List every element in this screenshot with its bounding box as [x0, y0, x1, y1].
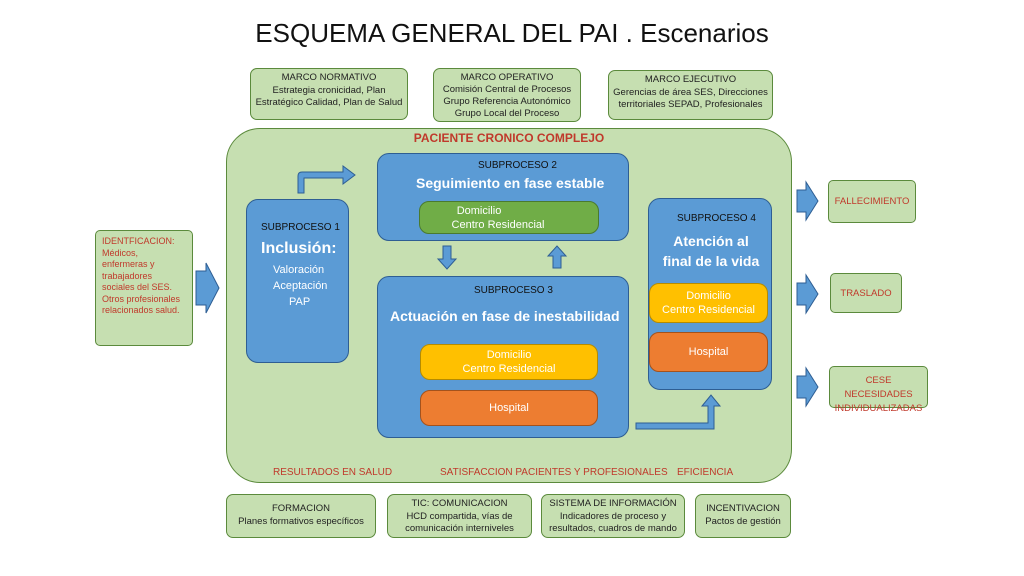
subproceso-1-line: PAP — [289, 296, 311, 308]
pill-line: Centro Residencial — [462, 363, 556, 375]
subproceso-1-lines: Valoración Aceptación PAP — [261, 262, 340, 310]
identification-heading: IDENTFICACION: — [102, 236, 175, 246]
subproceso-4-domicilio-pill: Domicilio Centro Residencial — [649, 283, 768, 323]
footer-formacion-heading: FORMACION — [271, 503, 331, 514]
footer-sistema-line: Indicadores de proceso y — [559, 510, 667, 522]
pill-line: Domicilio — [486, 349, 532, 361]
arrow-right-icon — [796, 366, 819, 408]
footer-incentivacion-line: Pactos de gestión — [705, 515, 781, 527]
marco-normativo-line: Estrategia cronicidad, Plan — [272, 84, 386, 96]
subproceso-3-heading: SUBPROCESO 3 — [474, 285, 553, 296]
pill-line: Domicilio — [456, 205, 502, 217]
footer-tic-line: comunicación interniveles — [405, 523, 514, 534]
pill-line: Domicilio — [686, 290, 731, 302]
identification-line: enfermeras y — [102, 259, 155, 269]
pill-label: Hospital — [688, 346, 729, 358]
outcome-fallecimiento: FALLECIMIENTO — [828, 180, 916, 223]
footer-sistema-heading: SISTEMA DE INFORMACIÓN — [549, 498, 677, 509]
identification-box: IDENTFICACION: Médicos, enfermeras y tra… — [95, 230, 193, 346]
subproceso-2-title: Seguimiento en fase estable — [416, 175, 605, 191]
marco-normativo-line: Estratégico Calidad, Plan de Salud — [255, 97, 403, 108]
subproceso-2-heading: SUBPROCESO 2 — [478, 160, 557, 171]
arrow-right-icon — [796, 180, 819, 222]
footer-tic-line: HCD compartida, vías de — [406, 510, 513, 522]
page-title: ESQUEMA GENERAL DEL PAI . Escenarios — [255, 18, 769, 48]
marco-operativo-line: Grupo Referencia Autonómico — [443, 96, 571, 107]
arrow-bent-right-up-icon — [635, 394, 722, 430]
arrow-down-icon — [436, 245, 458, 270]
arrow-up-icon — [546, 245, 568, 269]
pill-line: Centro Residencial — [451, 219, 545, 231]
subproceso-1-title: Inclusión: — [261, 240, 337, 257]
footer-formacion-box: FORMACION Planes formativos específicos — [226, 494, 376, 538]
outcome-cese-necesidades: CESE NECESIDADES INDIVIDUALIZADAS — [829, 366, 928, 414]
label-satisfaccion: SATISFACCION PACIENTES Y PROFESIONALES — [440, 467, 668, 478]
subproceso-3-hospital-pill: Hospital — [420, 390, 598, 426]
pill-line: Centro Residencial — [662, 304, 755, 316]
identification-line: trabajadores — [102, 270, 153, 281]
footer-formacion-line: Planes formativos específicos — [238, 515, 364, 527]
marco-operativo-heading: MARCO OPERATIVO — [460, 72, 554, 83]
subproceso-2-domicilio-pill: Domicilio Centro Residencial — [419, 201, 599, 234]
footer-sistema-line: resultados, cuadros de mando — [549, 523, 677, 534]
subproceso-4-title-line: Atención al — [673, 233, 749, 249]
subproceso-1-line: Aceptación — [273, 280, 328, 292]
subproceso-1-heading: SUBPROCESO 1 — [261, 222, 340, 233]
subproceso-4-heading: SUBPROCESO 4 — [677, 213, 756, 224]
identification-line: Otros profesionales — [102, 293, 181, 304]
marco-ejecutivo-heading: MARCO EJECUTIVO — [644, 74, 737, 85]
marco-ejecutivo-line: territoriales SEPAD, Profesionales — [618, 99, 763, 110]
marco-ejecutivo-line: Gerencias de área SES, Direcciones — [613, 86, 768, 98]
pill-label: Hospital — [489, 402, 529, 414]
footer-tic-box: TIC: COMUNICACION HCD compartida, vías d… — [387, 494, 532, 538]
subproceso-4-title-line: final de la vida — [662, 253, 760, 269]
footer-sistema-informacion-box: SISTEMA DE INFORMACIÓN Indicadores de pr… — [541, 494, 685, 538]
subproceso-1-box: SUBPROCESO 1 Inclusión: Valoración Acept… — [246, 199, 349, 363]
subproceso-3-domicilio-pill: Domicilio Centro Residencial — [420, 344, 598, 380]
footer-tic-heading: TIC: COMUNICACION — [411, 498, 508, 509]
marco-operativo-line: Grupo Local del Proceso — [454, 108, 560, 119]
subproceso-4-title: Atención al final de la vida — [649, 231, 773, 271]
subproceso-3-title: Actuación en fase de inestabilidad — [390, 308, 620, 324]
subproceso-1-line: Valoración — [273, 264, 325, 276]
footer-incentivacion-box: INCENTIVACION Pactos de gestión — [695, 494, 791, 538]
marco-operativo-box: MARCO OPERATIVO Comisión Central de Proc… — [433, 68, 581, 122]
arrow-right-icon — [796, 273, 819, 315]
marco-ejecutivo-box: MARCO EJECUTIVO Gerencias de área SES, D… — [608, 70, 773, 120]
footer-incentivacion-heading: INCENTIVACION — [706, 503, 780, 514]
marco-normativo-box: MARCO NORMATIVO Estrategia cronicidad, P… — [250, 68, 408, 120]
arrow-bent-up-right-icon — [297, 165, 356, 194]
identification-line: sociales del SES. — [102, 282, 173, 292]
identification-line: Médicos, — [102, 247, 139, 258]
outcome-traslado: TRASLADO — [830, 273, 902, 313]
main-container-title: PACIENTE CRONICO COMPLEJO — [413, 131, 605, 145]
identification-line: relacionados salud. — [102, 305, 180, 315]
label-resultados-salud: RESULTADOS EN SALUD — [273, 467, 393, 478]
subproceso-4-hospital-pill: Hospital — [649, 332, 768, 372]
marco-normativo-heading: MARCO NORMATIVO — [281, 72, 377, 83]
arrow-right-icon — [195, 262, 220, 314]
label-eficiencia: EFICIENCIA — [677, 467, 734, 478]
marco-operativo-line: Comisión Central de Procesos — [442, 84, 572, 95]
